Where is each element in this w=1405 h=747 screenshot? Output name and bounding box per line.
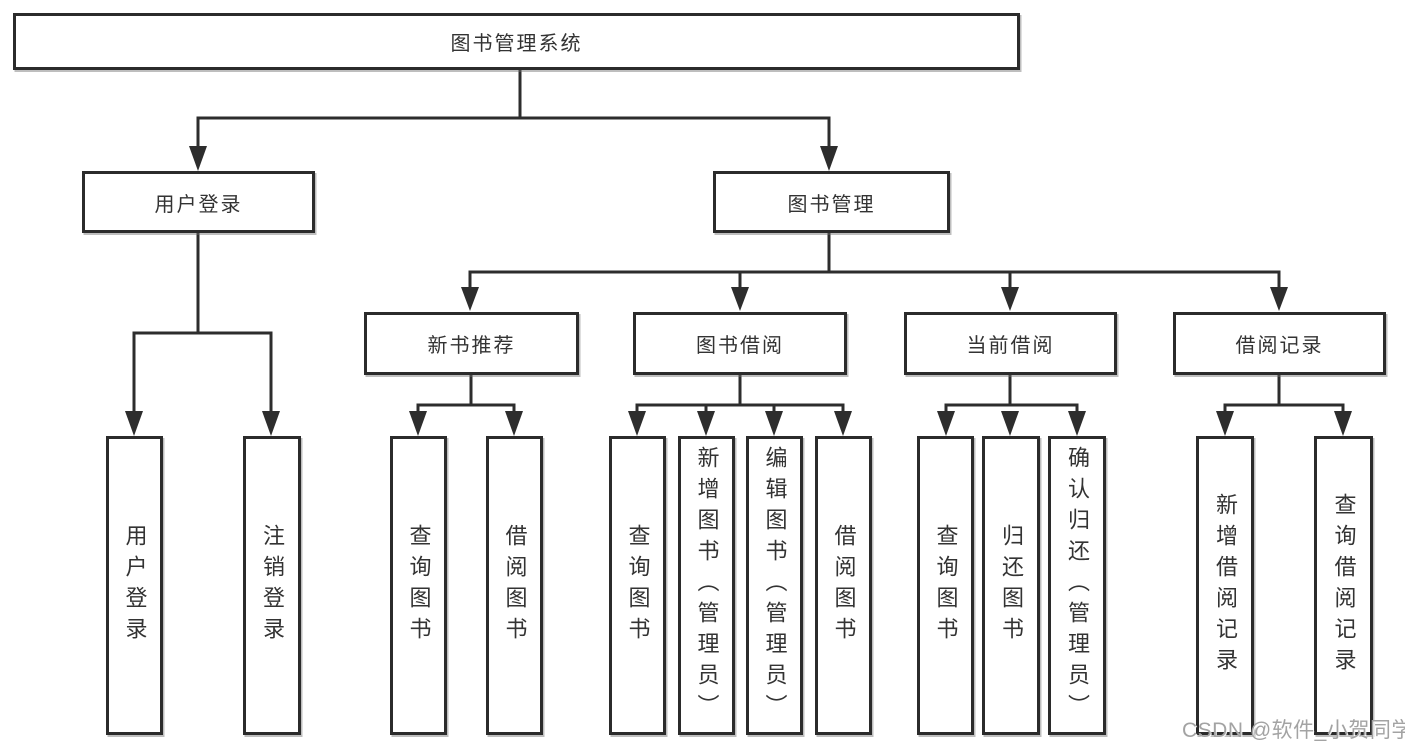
node-book-borrow: 图书借阅 (633, 312, 847, 375)
node-current-borrow-label: 当前借阅 (966, 335, 1055, 357)
leaf-borrow-books-1: 借阅图书 (486, 436, 543, 735)
node-new-book-recommend-label: 新书推荐 (427, 335, 516, 357)
leaf-add-book-admin-label: 新增图书（管理员） (694, 446, 720, 725)
leaf-borrow-books-2-label: 借阅图书 (831, 523, 857, 648)
node-book-management-label: 图书管理 (787, 193, 876, 216)
leaf-query-books-2: 查询图书 (609, 436, 666, 735)
node-root: 图书管理系统 (13, 13, 1020, 70)
node-user-login-label: 用户登录 (154, 193, 243, 216)
node-user-login: 用户登录 (82, 171, 315, 233)
node-borrow-record-label: 借阅记录 (1235, 335, 1324, 357)
leaf-return-book: 归还图书 (982, 436, 1040, 735)
leaf-confirm-return-admin: 确认归还（管理员） (1048, 436, 1106, 735)
leaf-borrow-books-2: 借阅图书 (815, 436, 872, 735)
leaf-logout-label: 注销登录 (260, 523, 285, 648)
leaf-add-book-admin: 新增图书（管理员） (678, 436, 735, 735)
node-new-book-recommend: 新书推荐 (364, 312, 579, 375)
connector-paths (132, 70, 1345, 414)
leaf-query-borrow-record-label: 查询借阅记录 (1331, 492, 1357, 679)
node-book-management: 图书管理 (713, 171, 950, 233)
leaf-query-books-3-label: 查询图书 (933, 523, 959, 648)
leaf-query-books-3: 查询图书 (917, 436, 974, 735)
leaf-query-books-1-label: 查询图书 (406, 523, 432, 648)
leaf-user-login-label: 用户登录 (122, 523, 148, 648)
leaf-query-borrow-record: 查询借阅记录 (1314, 436, 1373, 735)
leaf-confirm-return-admin-label: 确认归还（管理员） (1065, 446, 1090, 725)
leaf-edit-book-admin: 编辑图书（管理员） (746, 436, 803, 735)
leaf-logout: 注销登录 (243, 436, 301, 735)
node-book-borrow-label: 图书借阅 (696, 335, 784, 357)
leaf-query-books-1: 查询图书 (390, 436, 447, 735)
leaf-return-book-label: 归还图书 (999, 523, 1024, 648)
node-current-borrow: 当前借阅 (904, 312, 1117, 375)
leaf-add-borrow-record: 新增借阅记录 (1196, 436, 1254, 735)
leaf-user-login: 用户登录 (106, 436, 163, 735)
node-borrow-record: 借阅记录 (1173, 312, 1386, 375)
leaf-borrow-books-1-label: 借阅图书 (502, 523, 528, 648)
leaf-query-books-2-label: 查询图书 (625, 523, 651, 648)
leaf-edit-book-admin-label: 编辑图书（管理员） (762, 446, 788, 725)
leaf-add-borrow-record-label: 新增借阅记录 (1213, 492, 1238, 679)
node-root-label: 图书管理系统 (450, 33, 583, 55)
csdn-watermark: CSDN @软件_小贺同学 (1182, 719, 1405, 742)
arrowheads (125, 146, 1352, 436)
